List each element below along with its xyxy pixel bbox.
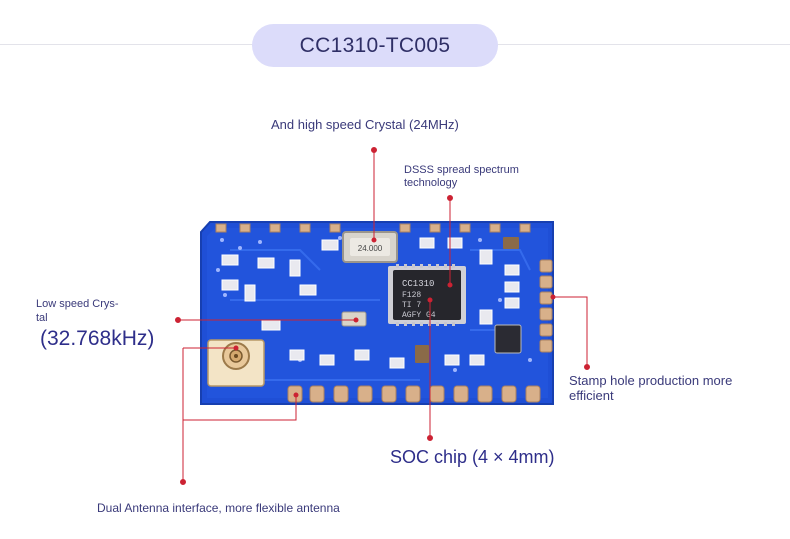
chip-marking-line2: F128 [402,291,421,300]
chip-marking-line1: CC1310 [402,279,434,289]
soc-chip: CC1310 F128 TI 7 AGFY G4 [388,264,466,326]
bottom-stamp-holes [287,385,541,403]
callout-high-speed-crystal: And high speed Crystal (24MHz) [271,117,459,132]
crystal-marking: 24.000 [358,244,383,253]
antenna-connector [207,339,265,387]
title-badge: CC1310-TC005 [252,24,498,67]
chip-marking-line3: TI 7 [402,301,421,310]
high-speed-crystal: 24.000 [342,231,398,263]
callout-lines [175,147,590,485]
passive-components [221,237,522,369]
callout-low-speed-frequency: (32.768kHz) [40,327,155,350]
callout-soc-chip: SOC chip (4 × 4mm) [390,447,555,467]
chip-marking-line4: AGFY G4 [402,311,436,320]
top-pads [215,223,531,233]
product-title: CC1310-TC005 [299,33,451,57]
callout-low-speed-crystal: Low speed Crys- tal [36,298,119,324]
right-stamp-holes [539,259,553,353]
callout-stamp-hole: Stamp hole production more efficient [569,373,733,403]
callout-dsss: DSSS spread spectrum technology [404,164,519,189]
callout-antenna: Dual Antenna interface, more flexible an… [97,501,340,515]
